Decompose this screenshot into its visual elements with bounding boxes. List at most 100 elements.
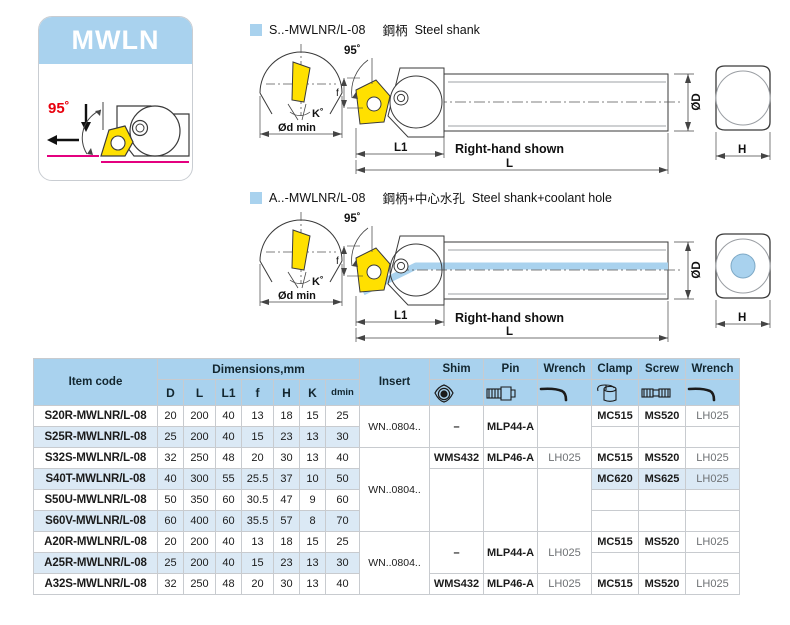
cell-shim: WMS432 — [429, 447, 484, 469]
cell-dim-k: 13 — [299, 552, 326, 574]
th-item-code: Item code — [33, 358, 158, 406]
header-row-1: Item code Dimensions,mm Insert Shim Pin … — [33, 358, 740, 406]
cell-pin: MLP46-A — [483, 573, 538, 595]
cell-dim-k: 10 — [299, 468, 326, 490]
wrench-icon — [537, 379, 592, 406]
l1-label-1: L1 — [394, 142, 408, 154]
cell-screw — [638, 426, 686, 448]
cell-item-code: S25R-MWLNR/L-08 — [33, 426, 158, 448]
cell-wrench-2: LH025 — [685, 468, 740, 490]
cell-shim: – — [429, 531, 484, 574]
dmin-label-2: Ød min — [278, 290, 316, 302]
cell-wrench-2 — [685, 510, 740, 532]
cell-dim-d: 20 — [157, 405, 184, 427]
th-dim-h: H — [273, 379, 300, 406]
wrench-icon — [685, 379, 740, 406]
cell-dim-l: 250 — [183, 573, 216, 595]
cell-dim-k: 13 — [299, 573, 326, 595]
cell-clamp — [591, 552, 639, 574]
cell-dim-l1: 40 — [215, 531, 242, 553]
cell-screw — [638, 489, 686, 511]
cell-wrench-2 — [685, 426, 740, 448]
th-insert: Insert — [359, 358, 430, 406]
cell-insert: WN..0804.. — [359, 447, 430, 532]
cell-screw: MS520 — [638, 447, 686, 469]
k-angle-label-2: K˚ — [312, 276, 324, 288]
cell-wrench-1: LH025 — [537, 531, 592, 574]
header-row-2: D L L1 f H K dmin — [34, 379, 740, 406]
cell-dim-l1: 40 — [215, 426, 242, 448]
cell-dim-l1: 48 — [215, 447, 242, 469]
cell-item-code: S20R-MWLNR/L-08 — [33, 405, 158, 427]
cell-dim-l: 200 — [183, 552, 216, 574]
l-label-2: L — [506, 326, 513, 338]
cell-wrench-2: LH025 — [685, 405, 740, 427]
cell-item-code: A32S-MWLNR/L-08 — [33, 573, 158, 595]
cell-shim — [429, 468, 484, 532]
cell-screw — [638, 510, 686, 532]
hand-note-2: Right-hand shown — [455, 311, 565, 325]
cell-dim-d: 20 — [157, 531, 184, 553]
cell-shim: – — [429, 405, 484, 448]
l-label-1: L — [506, 158, 513, 170]
cell-dim-dmin: 50 — [325, 468, 360, 490]
th-dim-l1: L1 — [215, 379, 242, 406]
k-angle-label-1: K˚ — [312, 108, 324, 120]
cell-clamp: MC515 — [591, 405, 639, 427]
cell-dim-h: 23 — [273, 552, 300, 574]
cell-clamp: MC515 — [591, 531, 639, 553]
lead-angle-diagram: 95˚ — [39, 64, 192, 180]
cell-dim-d: 40 — [157, 468, 184, 490]
f-label-1: f — [336, 88, 339, 99]
cell-item-code: S32S-MWLNR/L-08 — [33, 447, 158, 469]
section-code: S..-MWLNR/L-08 — [269, 22, 366, 37]
th-shim: Shim — [429, 358, 484, 380]
cell-clamp: MC515 — [591, 447, 639, 469]
cell-dim-k: 15 — [299, 405, 326, 427]
h-label-1: H — [738, 144, 746, 156]
cell-dim-k: 13 — [299, 426, 326, 448]
cell-shim: WMS432 — [429, 573, 484, 595]
section-title-cn: 鋼柄 — [382, 24, 408, 38]
cell-dim-l: 200 — [183, 426, 216, 448]
th-clamp: Clamp — [591, 358, 639, 380]
cell-dim-k: 13 — [299, 447, 326, 469]
cell-pin — [483, 468, 538, 532]
cell-dim-h: 30 — [273, 447, 300, 469]
od-label-2: ØD — [691, 261, 703, 278]
cell-dim-dmin: 25 — [325, 531, 360, 553]
cell-dim-h: 47 — [273, 489, 300, 511]
th-screw: Screw — [638, 358, 686, 380]
spec-table: Item code Dimensions,mm Insert Shim Pin … — [33, 358, 740, 595]
cell-wrench-1 — [537, 405, 592, 448]
cell-dim-l1: 60 — [215, 510, 242, 532]
clamp-icon — [591, 379, 639, 406]
cell-dim-h: 18 — [273, 531, 300, 553]
cell-dim-l: 200 — [183, 531, 216, 553]
spec-table-head: Item code Dimensions,mm Insert Shim Pin … — [33, 358, 740, 406]
cell-dim-f: 15 — [241, 552, 274, 574]
cell-dim-f: 25.5 — [241, 468, 274, 490]
cell-dim-h: 30 — [273, 573, 300, 595]
cell-dim-l1: 60 — [215, 489, 242, 511]
cell-clamp — [591, 489, 639, 511]
section-heading-coolant-shank: A..-MWLNR/L-08 鋼柄+中心水孔 Steel shank+coola… — [250, 188, 612, 207]
cell-item-code: S50U-MWLNR/L-08 — [33, 489, 158, 511]
cell-dim-d: 50 — [157, 489, 184, 511]
cell-wrench-2: LH025 — [685, 573, 740, 595]
drawing-coolant-shank-svg: Ød min K˚ 95˚ f L1 L H ØD — [259, 212, 771, 342]
pin-icon — [483, 379, 538, 406]
drawing-steel-shank: Ød min K˚ 95˚ f L1 L H ØD — [248, 38, 788, 178]
th-wrench-1: Wrench — [537, 358, 592, 380]
f-label-2: f — [336, 256, 339, 267]
cell-screw: MS625 — [638, 468, 686, 490]
th-dim-d: D — [157, 379, 184, 406]
h-label-2: H — [738, 312, 746, 324]
